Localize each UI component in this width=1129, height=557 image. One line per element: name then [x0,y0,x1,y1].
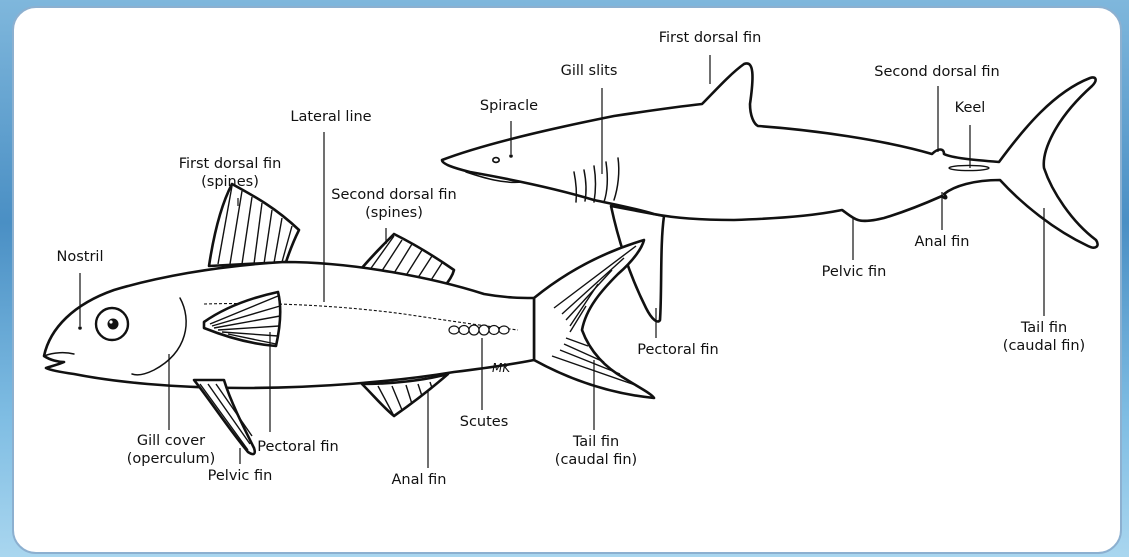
label-fish-pectoral-fin: Pectoral fin [257,439,339,455]
label-shark-gill-slits: Gill slits [561,63,618,79]
label-shark-keel: Keel [955,100,986,116]
diagram-panel: MK First dorsal fin Gill slits Spiracle … [12,6,1122,554]
label-fish-scutes: Scutes [460,414,509,430]
label-shark-tail-fin-sub: (caudal fin) [1003,338,1085,354]
label-shark-second-dorsal-fin: Second dorsal fin [874,64,999,80]
label-fish-gill-cover: Gill cover [137,433,205,449]
label-fish-gill-cover-sub: (operculum) [127,451,215,467]
label-fish-tail-fin: Tail fin [572,434,619,450]
shark-keel [949,165,989,170]
label-fish-lateral-line: Lateral line [290,109,371,125]
label-shark-pectoral-fin: Pectoral fin [637,342,719,358]
label-fish-first-dorsal-fin-sub: (spines) [201,174,259,190]
fish-first-dorsal-fin [209,184,299,266]
label-shark-pelvic-fin: Pelvic fin [822,264,887,280]
fish-eye-highlight [109,320,112,323]
label-fish-first-dorsal-fin: First dorsal fin [179,156,282,172]
shark-eye [493,158,499,163]
label-shark-anal-fin: Anal fin [915,234,970,250]
label-fish-anal-fin: Anal fin [392,472,447,488]
fish-pupil [108,319,119,330]
artist-signature: MK [492,361,511,375]
label-fish-pelvic-fin: Pelvic fin [208,468,273,484]
fish-anatomy-diagram: MK First dorsal fin Gill slits Spiracle … [14,8,1122,554]
shark-spiracle-opening [509,154,513,158]
label-fish-second-dorsal-fin-sub: (spines) [365,205,423,221]
label-shark-first-dorsal-fin: First dorsal fin [659,30,762,46]
label-fish-tail-fin-sub: (caudal fin) [555,452,637,468]
label-fish-nostril: Nostril [57,249,104,265]
shark-body [442,63,1098,247]
bony-fish-illustration: MK [44,184,654,454]
label-shark-spiracle: Spiracle [480,98,538,114]
label-fish-second-dorsal-fin: Second dorsal fin [331,187,456,203]
fish-nostril-opening [78,326,82,330]
shark-illustration [442,63,1098,321]
label-shark-tail-fin: Tail fin [1020,320,1067,336]
